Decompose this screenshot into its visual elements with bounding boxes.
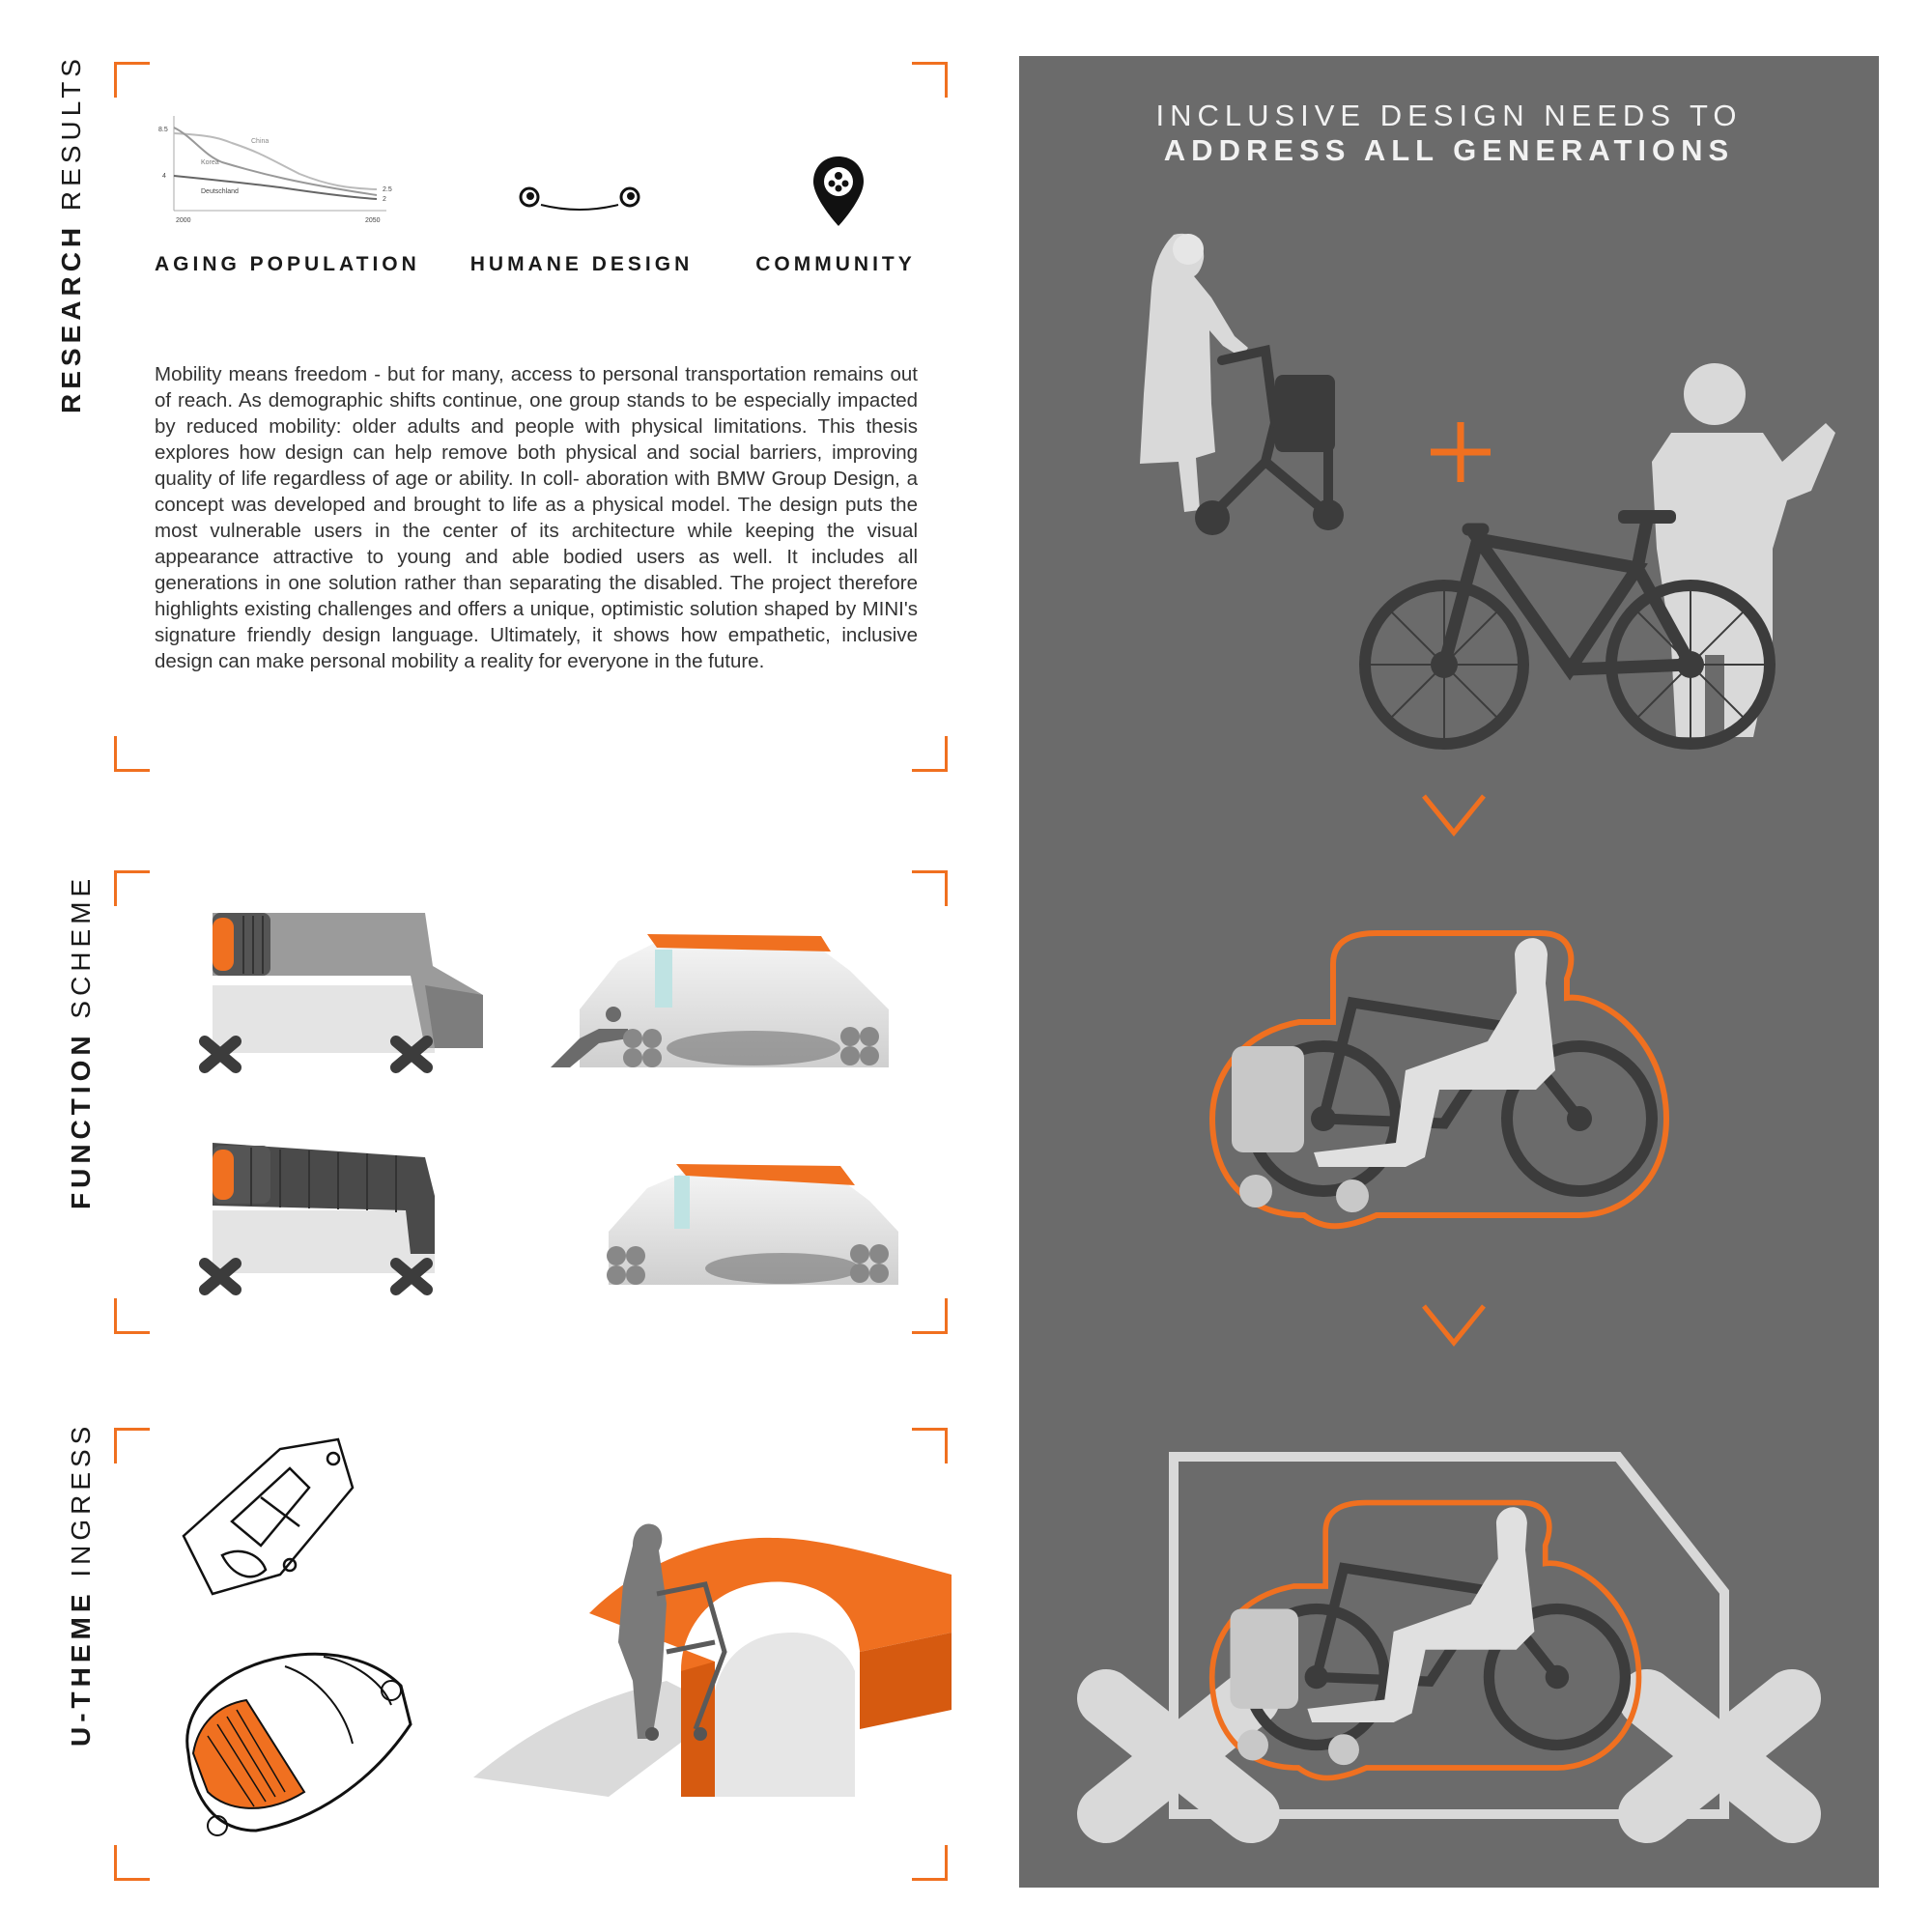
chart-series-label: Deutschland	[201, 188, 239, 195]
frame-corner	[114, 1845, 150, 1881]
frame-corner	[114, 870, 150, 906]
humane-design-label: HUMANE DESIGN	[469, 253, 694, 275]
wheel-marker-x-icon	[390, 1036, 433, 1073]
chart-line-deutschland	[173, 175, 378, 200]
aging-population-label: AGING POPULATION	[155, 253, 420, 275]
plus-icon	[1431, 422, 1491, 482]
bicycle-silhouette	[1359, 510, 1776, 750]
wheel-cluster	[850, 1244, 889, 1283]
u-theme-render	[473, 1523, 952, 1797]
section-label-function: FUNCTION SCHEME	[66, 874, 97, 1209]
chevron-down-icon	[1422, 1304, 1486, 1347]
frame-corner	[114, 1428, 150, 1463]
frame-corner	[912, 870, 948, 906]
section-label-light: RESULTS	[56, 54, 86, 212]
community-pin-icon	[813, 156, 864, 226]
frame-corner	[912, 1298, 948, 1334]
section-label-utheme: U-THEME INGRESS	[66, 1422, 97, 1747]
wheel-cluster	[607, 1246, 645, 1285]
function-diagram-extended	[199, 913, 483, 1073]
wheel-cluster	[623, 1029, 662, 1067]
ingress-sketch-top	[182, 1437, 355, 1596]
chart-tick-label: 8.5	[158, 127, 168, 133]
chart-tick-label: 2000	[176, 217, 191, 224]
elderly-walker-silhouette	[1140, 233, 1344, 535]
section-label-bold: U-THEME	[66, 1589, 96, 1747]
section-label-light: SCHEME	[66, 873, 96, 1019]
car-render-open	[551, 934, 889, 1067]
frame-corner	[114, 62, 150, 98]
chart-line-korea	[173, 127, 378, 196]
wheel-marker-x-icon	[1077, 1669, 1280, 1843]
chart-line-china	[173, 132, 378, 190]
section-label-bold: RESEARCH	[56, 222, 86, 413]
car-render-closed	[607, 1164, 898, 1285]
frame-corner	[912, 1428, 948, 1463]
chart-series-label: Korea	[201, 159, 219, 166]
chart-tick-label: 2	[383, 196, 386, 203]
aging-population-chart: China Korea Deutschland 8.5 4 2.5 2 2000…	[158, 116, 392, 224]
frame-corner	[912, 736, 948, 772]
wheel-marker-x-icon	[1618, 1669, 1821, 1843]
section-label-bold: FUNCTION	[66, 1031, 96, 1209]
wheel-marker-x-icon	[390, 1258, 433, 1295]
chart-tick-label: 4	[162, 173, 166, 180]
humane-design-icon	[519, 186, 640, 211]
inclusive-design-panel: INCLUSIVE DESIGN NEEDS TO ADDRESS ALL GE…	[1019, 56, 1879, 1888]
frame-corner	[912, 62, 948, 98]
ingress-sketch-car	[185, 1652, 412, 1836]
combined-rider-diagram	[1208, 930, 1670, 1230]
chart-tick-label: 2050	[365, 217, 381, 224]
frame-corner	[912, 1845, 948, 1881]
frame-corner	[114, 736, 150, 772]
chevron-down-icon	[1422, 794, 1486, 837]
panel-headline-line1: INCLUSIVE DESIGN NEEDS TO	[1155, 99, 1743, 132]
frame-corner	[114, 1298, 150, 1334]
vehicle-enclosure-diagram	[1077, 1452, 1821, 1843]
function-diagram-retracted	[199, 1143, 435, 1295]
research-body-text: Mobility means freedom - but for many, a…	[155, 363, 918, 672]
panel-headline-line2: ADDRESS ALL GENERATIONS	[1163, 133, 1735, 167]
wheel-marker-x-icon	[199, 1036, 242, 1073]
community-label: COMMUNITY	[755, 253, 916, 275]
wheel-marker-x-icon	[199, 1258, 242, 1295]
section-label-light: INGRESS	[66, 1421, 96, 1577]
chart-tick-label: 2.5	[383, 186, 392, 193]
chart-series-label: China	[251, 138, 269, 145]
wheel-cluster	[840, 1027, 879, 1065]
section-label-research: RESEARCH RESULTS	[56, 54, 87, 413]
